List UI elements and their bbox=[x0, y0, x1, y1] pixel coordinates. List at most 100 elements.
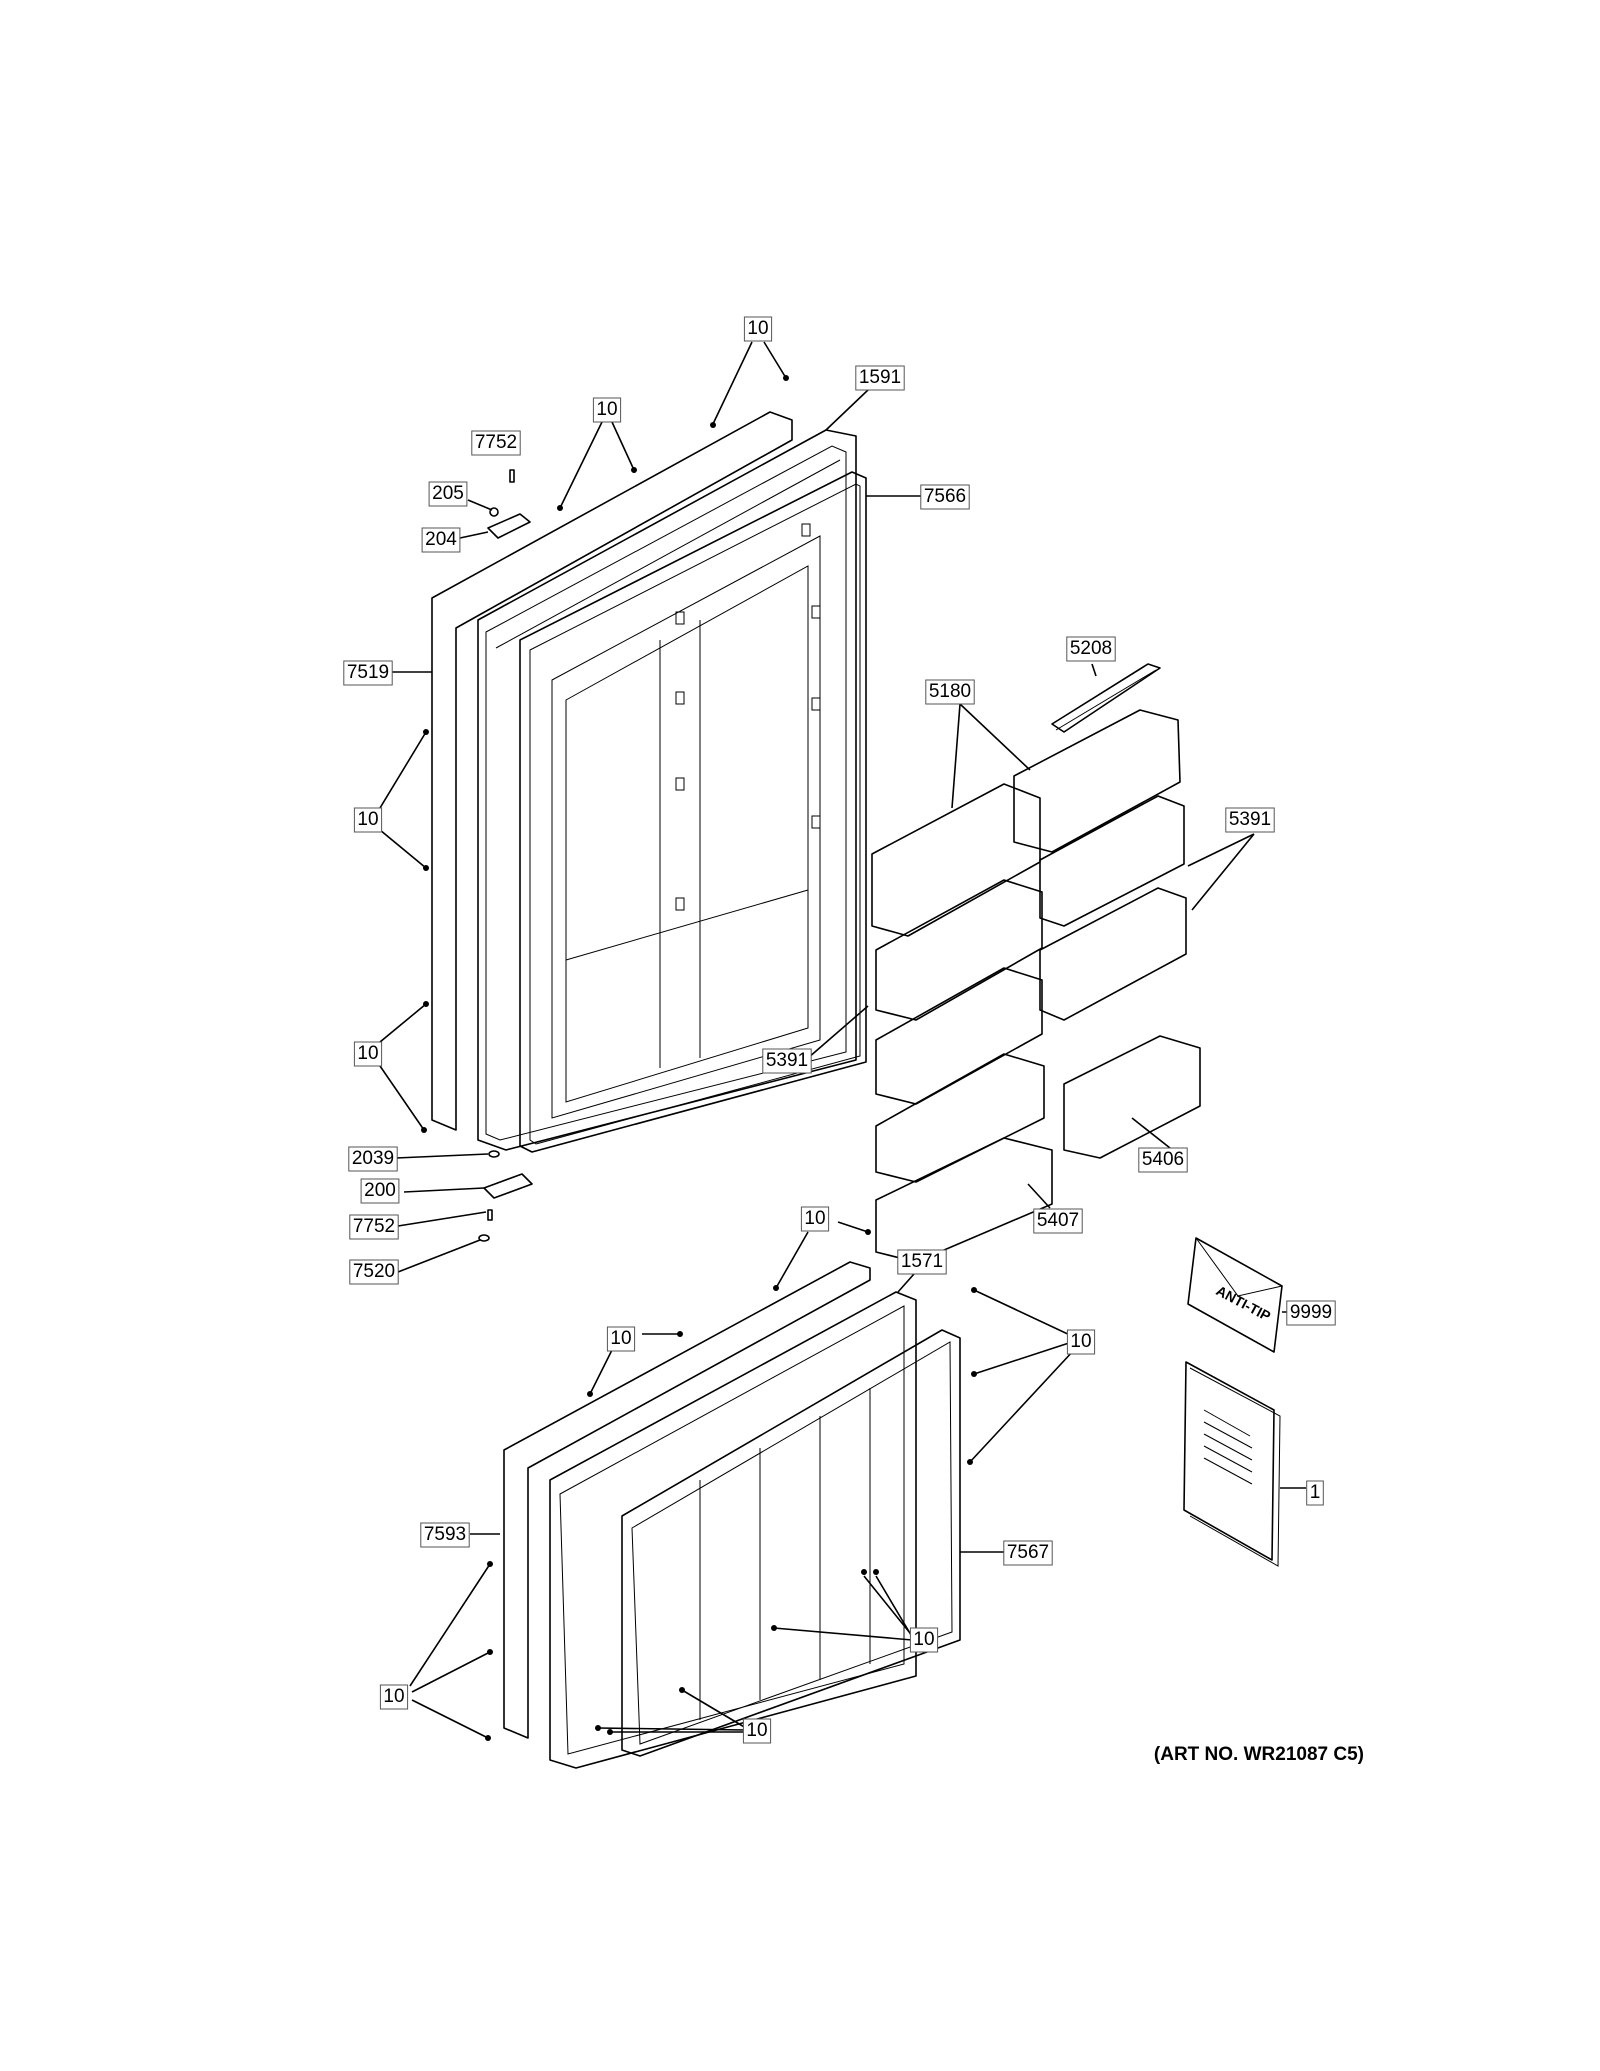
callout-label: 5180 bbox=[925, 679, 975, 705]
callout-label: 7520 bbox=[349, 1259, 399, 1285]
screw-icon bbox=[423, 1001, 429, 1007]
screws bbox=[421, 375, 977, 1741]
screw-icon bbox=[771, 1625, 777, 1631]
callout-text: 1591 bbox=[859, 367, 901, 388]
callout-text: 205 bbox=[432, 483, 464, 504]
screw-icon bbox=[967, 1459, 973, 1465]
freezer-door-assembly bbox=[503, 1261, 961, 1769]
callout-text: 9999 bbox=[1290, 1302, 1332, 1323]
screw-icon bbox=[971, 1371, 977, 1377]
callout-label: 10 bbox=[800, 1206, 830, 1232]
callout-text: 1 bbox=[1310, 1482, 1321, 1503]
callout-text: 10 bbox=[357, 1043, 378, 1064]
callout-box bbox=[743, 316, 773, 342]
art-number: (ART NO. WR21087 C5) bbox=[1154, 1744, 1364, 1765]
callout-box bbox=[348, 1146, 398, 1172]
callout-label: 10 bbox=[592, 397, 622, 423]
callout-text: 2039 bbox=[352, 1148, 394, 1169]
anti-tip-label: ANTI-TIP bbox=[1214, 1282, 1274, 1324]
callout-box bbox=[360, 1178, 400, 1204]
screw-icon bbox=[595, 1725, 601, 1731]
screw-icon bbox=[631, 467, 637, 473]
callout-label: 5406 bbox=[1138, 1147, 1188, 1173]
callout-label: 5391 bbox=[1225, 807, 1275, 833]
screw-icon bbox=[710, 422, 716, 428]
callout-text: 5406 bbox=[1142, 1149, 1184, 1170]
callout-label: 7752 bbox=[471, 430, 521, 456]
callout-label: 5208 bbox=[1066, 636, 1116, 662]
callout-text: 5180 bbox=[929, 681, 971, 702]
callout-label: 1591 bbox=[855, 365, 905, 391]
callout-text: 200 bbox=[364, 1180, 396, 1201]
screw-icon bbox=[423, 729, 429, 735]
callout-text: 7752 bbox=[353, 1216, 395, 1237]
leader-lines bbox=[379, 341, 1306, 1739]
screw-icon bbox=[865, 1229, 871, 1235]
callout-box bbox=[343, 660, 393, 686]
callout-box bbox=[379, 1684, 409, 1710]
callout-box bbox=[855, 365, 905, 391]
screw-icon bbox=[677, 1331, 683, 1337]
callout-text: 1571 bbox=[901, 1251, 943, 1272]
callout-box bbox=[909, 1627, 939, 1653]
screw-icon bbox=[873, 1569, 879, 1575]
screw-icon bbox=[421, 1127, 427, 1133]
callout-box bbox=[1286, 1300, 1336, 1326]
callout-box bbox=[349, 1214, 399, 1240]
callout-label: 10 bbox=[379, 1684, 409, 1710]
callout-text: 7593 bbox=[424, 1524, 466, 1545]
callout-text: 10 bbox=[746, 1720, 767, 1741]
callout-text: 10 bbox=[357, 809, 378, 830]
callout-label: 10 bbox=[909, 1627, 939, 1653]
callout-label: 1571 bbox=[897, 1249, 947, 1275]
callout-label: 10 bbox=[742, 1718, 772, 1744]
callout-box bbox=[1225, 807, 1275, 833]
callout-box bbox=[925, 679, 975, 705]
callout-text: 10 bbox=[610, 1328, 631, 1349]
callout-text: 7520 bbox=[353, 1261, 395, 1282]
callout-labels: 10 1591 10 7752 7566 205 204 5208 7519 5180 10 5391… bbox=[343, 316, 1336, 1744]
callout-label: 9999 bbox=[1286, 1300, 1336, 1326]
callout-text: 5391 bbox=[766, 1050, 808, 1071]
callout-box bbox=[920, 484, 970, 510]
callout-label: 205 bbox=[428, 481, 468, 507]
callout-label: 2039 bbox=[348, 1146, 398, 1172]
screw-icon bbox=[679, 1687, 685, 1693]
screw-icon bbox=[485, 1735, 491, 1741]
callout-box bbox=[1066, 636, 1116, 662]
screw-icon bbox=[861, 1569, 867, 1575]
anti-tip-envelope: ANTI-TIP bbox=[1187, 1237, 1283, 1353]
callout-text: 204 bbox=[425, 529, 457, 550]
callout-box bbox=[1003, 1540, 1053, 1566]
callout-text: 7566 bbox=[924, 486, 966, 507]
callout-text: 7519 bbox=[347, 662, 389, 683]
screw-icon bbox=[773, 1285, 779, 1291]
callout-box bbox=[762, 1048, 812, 1074]
callout-text: 5407 bbox=[1037, 1210, 1079, 1231]
callout-text: 10 bbox=[383, 1686, 404, 1707]
callout-label: 7566 bbox=[920, 484, 970, 510]
callout-label: 10 bbox=[353, 807, 383, 833]
bottom-hinge-bracket bbox=[478, 1150, 533, 1242]
callout-label: 7567 bbox=[1003, 1540, 1053, 1566]
callout-box bbox=[421, 527, 461, 553]
callout-text: 10 bbox=[913, 1629, 934, 1650]
callout-box bbox=[1138, 1147, 1188, 1173]
callout-label: 5391 bbox=[762, 1048, 812, 1074]
screw-icon bbox=[487, 1649, 493, 1655]
fresh-food-door-assembly bbox=[431, 411, 867, 1242]
callout-label: 7593 bbox=[420, 1522, 470, 1548]
screw-icon bbox=[607, 1729, 613, 1735]
callout-text: 10 bbox=[1070, 1331, 1091, 1352]
callout-box bbox=[800, 1206, 830, 1232]
callout-text: 7752 bbox=[475, 432, 517, 453]
callout-label: 204 bbox=[421, 527, 461, 553]
callout-label: 7519 bbox=[343, 660, 393, 686]
callout-box bbox=[897, 1249, 947, 1275]
screw-icon bbox=[423, 865, 429, 871]
callout-box bbox=[592, 397, 622, 423]
callout-text: 5391 bbox=[1229, 809, 1271, 830]
callout-label: 10 bbox=[606, 1326, 636, 1352]
callout-box bbox=[742, 1718, 772, 1744]
